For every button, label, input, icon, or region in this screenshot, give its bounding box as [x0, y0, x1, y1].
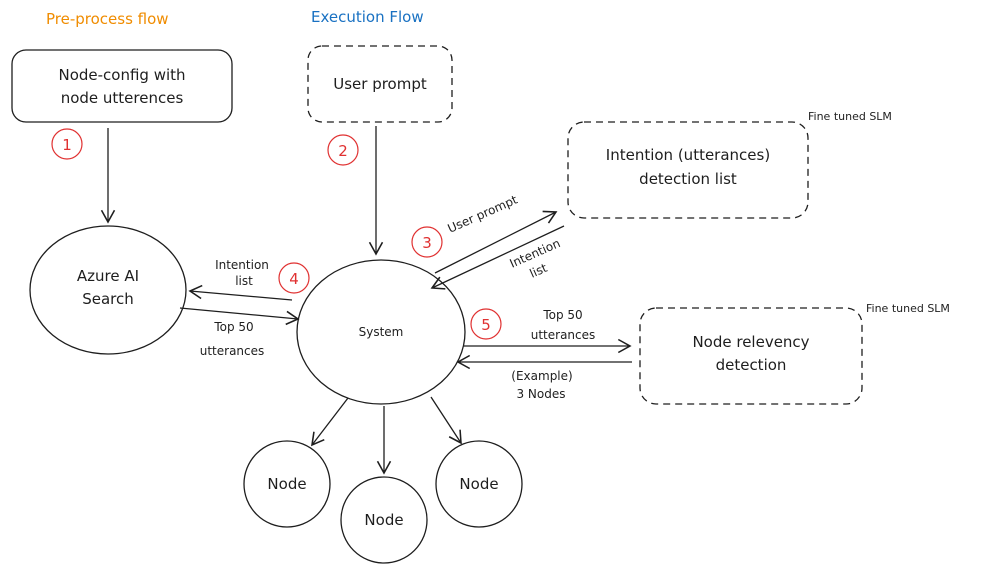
intention-detection-box [567, 121, 809, 219]
system-circle [296, 259, 466, 405]
node-circle-middle [340, 476, 428, 564]
arrow-intention-to-system [430, 225, 565, 290]
node-config-label-line2: node utterences [61, 89, 184, 107]
edge-user-prompt-label: User prompt [446, 192, 520, 235]
system-label: System [359, 325, 404, 339]
fine-tuned-slm-tag-1: Fine tuned SLM [808, 110, 892, 123]
user-prompt-label: User prompt [333, 75, 427, 93]
intention-detection-line2: detection list [639, 170, 737, 188]
arrow-system-to-node-left [311, 397, 349, 447]
step-4-number: 4 [289, 270, 299, 288]
edge-intention-list-line2: list [528, 261, 550, 281]
step-5-number: 5 [481, 316, 491, 334]
edge-top50-right-line2: utterances [531, 328, 596, 342]
edge-example-nodes-line1: (Example) [511, 369, 572, 383]
azure-ai-search-line1: Azure AI [77, 267, 139, 285]
user-prompt-box [307, 45, 453, 123]
node-config-box [11, 49, 233, 123]
step-1-circle [51, 128, 83, 160]
edge-top50-right-line1: Top 50 [542, 308, 582, 322]
node-right-label: Node [459, 475, 498, 493]
azure-ai-search-line2: Search [82, 290, 134, 308]
node-relevancy-box [639, 307, 863, 405]
edge-intention-list-left-line1: Intention [215, 258, 269, 272]
arrow-search-to-system [179, 307, 300, 326]
edge-top50-left-line1: Top 50 [213, 320, 253, 334]
execution-flow-title: Execution Flow [311, 8, 424, 26]
step-2-circle [327, 134, 359, 166]
edge-example-nodes-line2: 3 Nodes [516, 387, 565, 401]
node-middle-label: Node [364, 511, 403, 529]
arrow-system-to-intention [434, 210, 558, 274]
step-1-number: 1 [62, 136, 72, 154]
fine-tuned-slm-tag-2: Fine tuned SLM [866, 302, 950, 315]
node-config-label-line1: Node-config with [58, 66, 185, 84]
node-relevancy-line1: Node relevency [692, 333, 809, 351]
intention-detection-line1: Intention (utterances) [606, 146, 770, 164]
step-2-number: 2 [338, 142, 348, 160]
node-circle-left [243, 440, 331, 528]
edge-top50-left-line2: utterances [200, 344, 265, 358]
node-relevancy-line2: detection [716, 356, 787, 374]
node-circle-right [435, 440, 523, 528]
step-3-circle [411, 226, 443, 258]
arrow-system-to-search [188, 284, 293, 301]
edge-intention-list-left-line2: list [235, 274, 253, 288]
step-3-number: 3 [422, 234, 432, 252]
preprocess-flow-title: Pre-process flow [46, 10, 169, 28]
arrow-system-to-node-right [430, 396, 462, 445]
node-left-label: Node [267, 475, 306, 493]
azure-ai-search-circle [29, 225, 187, 355]
step-5-circle [470, 308, 502, 340]
step-4-circle [278, 262, 310, 294]
